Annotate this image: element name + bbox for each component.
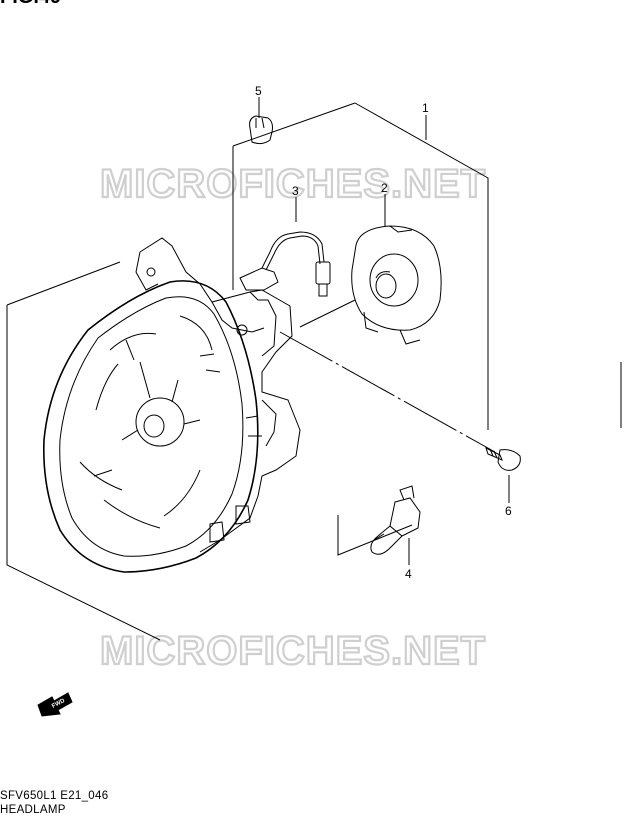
callout-2: 2 — [381, 181, 388, 195]
headlight-bulb — [370, 485, 421, 555]
headlamp-housing — [135, 237, 301, 553]
watermark-top: MICROFICHES.NET — [100, 162, 486, 206]
callout-3: 3 — [292, 184, 299, 198]
wiring-harness — [239, 231, 331, 297]
figure-title: FIG.49 — [0, 0, 61, 9]
watermark-bottom: MICROFICHES.NET — [100, 629, 486, 673]
position-bulb — [249, 115, 273, 145]
diagram-name: HEADLAMP — [0, 804, 66, 816]
diagram-code: SFV650L1 E21_046 — [0, 790, 109, 802]
forward-arrow-icon: FWD — [37, 692, 73, 717]
assembly-boundary — [354, 102, 489, 430]
headlamp-lens — [43, 280, 262, 573]
mounting-screw — [485, 447, 521, 471]
socket-cover — [351, 225, 442, 345]
callout-1: 1 — [422, 101, 429, 115]
callout-4: 4 — [405, 567, 412, 581]
callout-6: 6 — [505, 504, 512, 518]
callout-5: 5 — [255, 84, 262, 98]
assembly-axis-line — [279, 331, 496, 453]
